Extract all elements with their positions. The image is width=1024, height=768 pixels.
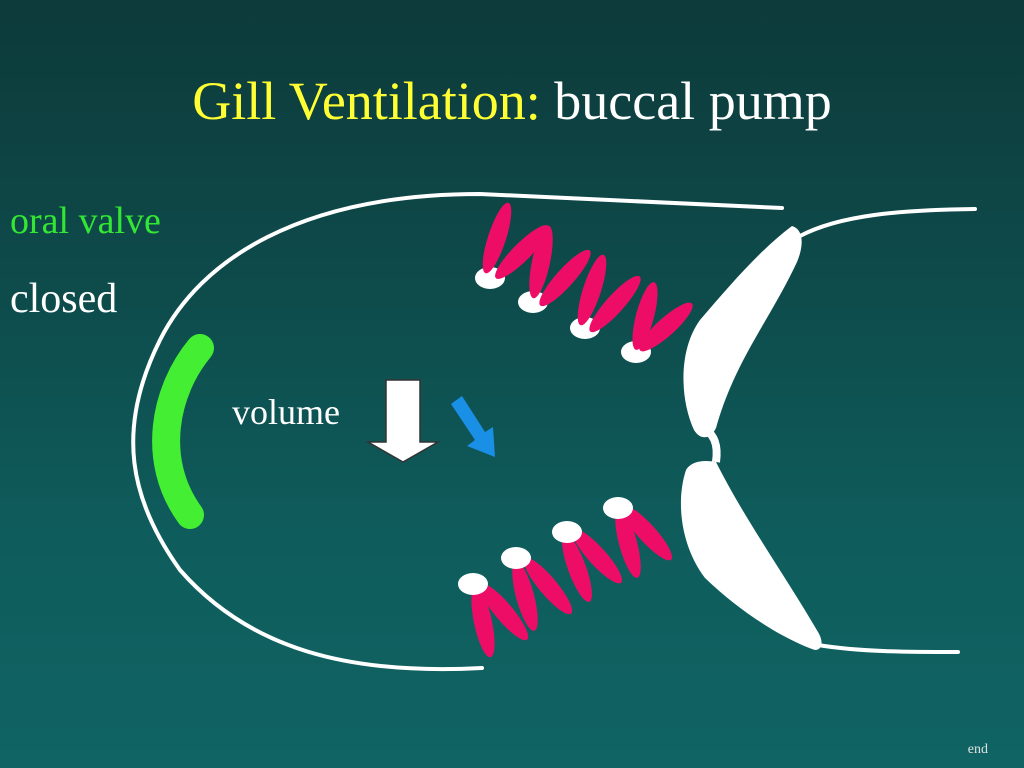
lower-gill-arches <box>458 497 672 658</box>
gill-filament <box>622 505 672 561</box>
gill-filament <box>479 583 529 641</box>
oral-valve <box>152 334 214 529</box>
buccal-cavity-outline <box>131 191 784 672</box>
operculum-edge-notch <box>698 424 721 463</box>
gill-filament <box>523 557 573 615</box>
gill-filament <box>572 528 622 584</box>
slide-title-sub: buccal pump <box>554 71 832 131</box>
gill-filament <box>589 275 641 333</box>
volume-decrease-arrow-icon <box>365 379 441 463</box>
upper-gill-arches <box>475 202 693 363</box>
end-link[interactable]: end <box>967 742 988 757</box>
gill-filament <box>639 302 693 352</box>
gill-filament <box>562 534 592 602</box>
gill-filament <box>539 249 591 307</box>
gill-filament <box>615 508 641 578</box>
gill-arch-base <box>603 497 633 519</box>
volume-label: volume <box>232 392 340 432</box>
gill-arch-base <box>552 521 582 543</box>
upper-opercular-flap <box>683 226 802 438</box>
gill-filament <box>577 254 607 326</box>
gill-arch-base <box>501 547 531 569</box>
upper-body-outline <box>798 207 977 238</box>
slide-title-main: Gill Ventilation: <box>192 71 541 131</box>
oral-valve-label: oral valve <box>10 200 161 242</box>
gill-filament <box>529 225 553 299</box>
lower-body-outline <box>816 643 960 654</box>
gill-arch-base <box>518 291 548 313</box>
lower-opercular-flap <box>680 460 822 650</box>
gill-filament <box>482 202 512 274</box>
water-flow-arrow-icon <box>451 396 495 457</box>
gill-filament <box>632 282 658 350</box>
gill-filament <box>495 225 549 279</box>
slide-title: Gill Ventilation: buccal pump <box>0 68 1024 134</box>
gill-filament <box>512 561 538 631</box>
valve-state-label: closed <box>10 276 118 322</box>
gill-arch-base <box>458 573 488 595</box>
gill-filament <box>471 586 495 658</box>
